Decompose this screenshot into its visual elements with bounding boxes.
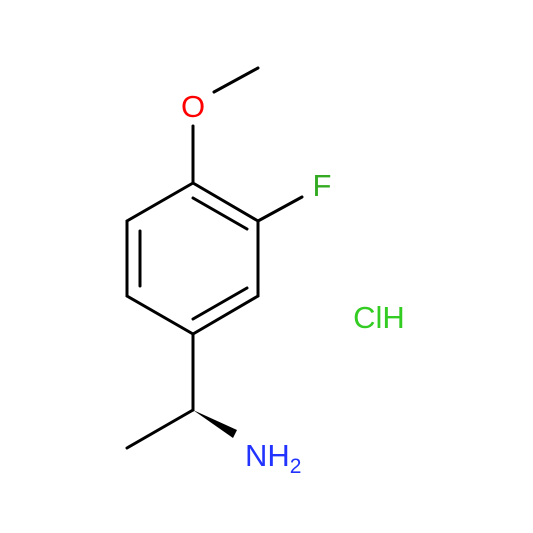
- bond-ring-c6-c1: [125, 181, 195, 223]
- bond-ring-fluorine: [256, 195, 304, 223]
- hcl-salt-label: ClH: [353, 300, 405, 335]
- amine-label: NH2: [245, 438, 301, 478]
- bond-ring-double-bottom: [191, 286, 249, 321]
- bond-ring-c3-c4: [191, 294, 260, 336]
- wedge-bond-stereocenter-amine: [193, 410, 237, 438]
- bond-stereocenter-methyl: [125, 408, 195, 450]
- fluorine-label: F: [313, 168, 332, 203]
- bond-ring-c1-c2: [191, 181, 260, 223]
- amine-label-main: NH: [245, 438, 290, 473]
- oxygen-label: O: [181, 89, 205, 124]
- amine-label-subscript: 2: [290, 455, 302, 478]
- bond-ring-c4-c5: [125, 294, 195, 336]
- bonds: [125, 66, 304, 450]
- bond-methyl-oxygen: [212, 66, 260, 94]
- bond-ring-double-top: [191, 196, 249, 231]
